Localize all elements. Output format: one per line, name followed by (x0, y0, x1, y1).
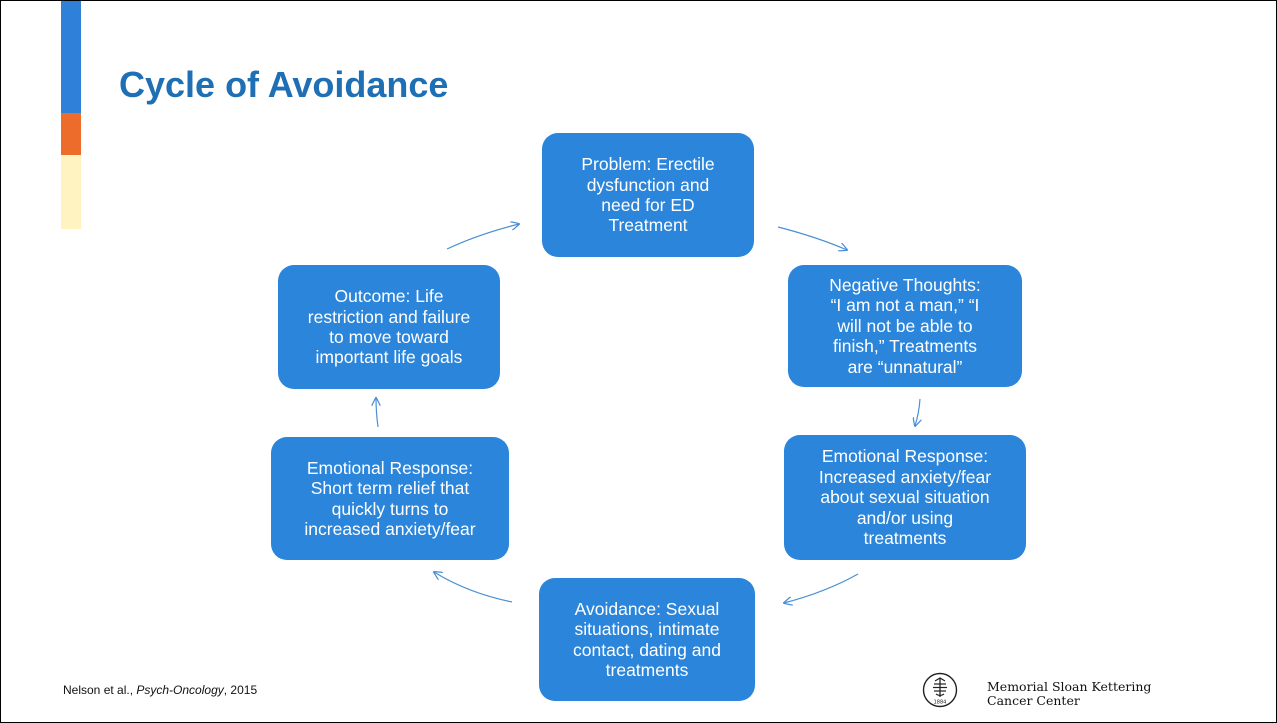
arrow-avoidance-to-emotional-left (434, 572, 513, 603)
cycle-node-negative-thoughts: Negative Thoughts: “I am not a man,” “I … (788, 265, 1022, 387)
citation-year: , 2015 (223, 683, 258, 697)
arrow-emotional-left-to-outcome (376, 398, 378, 428)
citation-journal: Psych-Oncology (136, 683, 224, 697)
slide-title: Cycle of Avoidance (119, 64, 449, 105)
arrow-negative-thoughts-to-emotional-right (915, 398, 920, 426)
logo-line-1: Memorial Sloan Kettering (987, 679, 1152, 694)
cycle-node-outcome: Outcome: Life restriction and failure to… (278, 265, 500, 389)
arrow-outcome-to-problem (446, 224, 519, 250)
accent-bar-blue (61, 1, 81, 113)
msk-wordmark: Memorial Sloan Kettering Cancer Center (987, 679, 1152, 709)
accent-bar-orange (61, 113, 81, 155)
citation-authors: Nelson et al., (63, 683, 137, 697)
cycle-node-emotional-response-right: Emotional Response: Increased anxiety/fe… (784, 435, 1026, 560)
arrow-emotional-right-to-avoidance (784, 573, 859, 603)
logo-line-2: Cancer Center (987, 693, 1080, 709)
msk-seal-icon: 1884 (922, 672, 958, 708)
cycle-node-emotional-response-left: Emotional Response: Short term relief th… (271, 437, 509, 560)
cycle-node-avoidance: Avoidance: Sexual situations, intimate c… (539, 578, 755, 701)
seal-year: 1884 (934, 700, 947, 706)
citation: Nelson et al., Psych-Oncology, 2015 (63, 683, 257, 697)
cycle-node-problem: Problem: Erectile dysfunction and need f… (542, 133, 754, 257)
arrow-problem-to-negative-thoughts (777, 226, 847, 250)
accent-bar-cream (61, 155, 81, 229)
